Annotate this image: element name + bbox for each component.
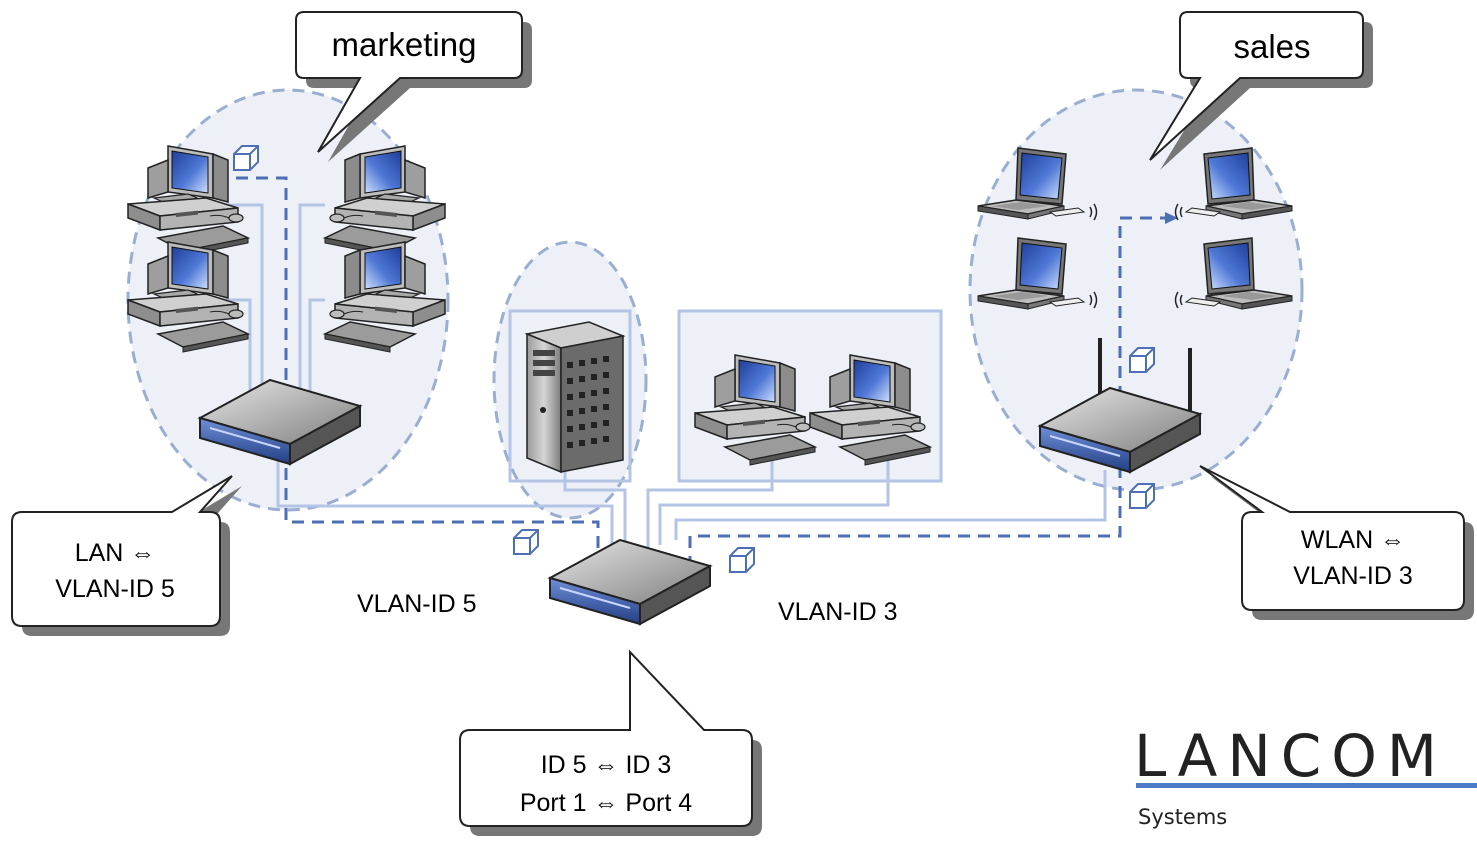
- packet-icon: [233, 145, 259, 171]
- packet-icon: [729, 547, 755, 573]
- packet-icon: [513, 529, 539, 555]
- lan-line-1: LAN ⇔: [75, 539, 156, 567]
- lan-callout: LAN ⇔ VLAN-ID 5: [11, 475, 242, 636]
- wlan-line-2: VLAN-ID 3: [1293, 562, 1412, 590]
- central-switch: [549, 539, 711, 625]
- packet-icon: [1129, 483, 1155, 509]
- switch-line-1: ID 5 ⇔ ID 3: [541, 751, 672, 779]
- marketing-label: marketing: [332, 26, 477, 63]
- switch-callout: ID 5 ⇔ ID 3 Port 1 ⇔ Port 4: [459, 649, 762, 836]
- wlan-line-1: WLAN ⇔: [1301, 526, 1405, 554]
- server-tower: [526, 321, 624, 473]
- vlan-id-5-label: VLAN-ID 5: [357, 590, 476, 618]
- vlan-id-3-label: VLAN-ID 3: [778, 598, 897, 626]
- logo-subtitle: Systems: [1138, 805, 1227, 829]
- lancom-logo: LANCOM Systems: [1134, 722, 1477, 829]
- logo-bar: [1136, 783, 1477, 788]
- lan-line-2: VLAN-ID 5: [55, 575, 174, 603]
- marketing-callout: marketing: [295, 11, 532, 162]
- wlan-access-point: [1039, 338, 1201, 473]
- packet-icon: [1129, 347, 1155, 373]
- sales-label: sales: [1233, 28, 1310, 65]
- switch-line-2: Port 1 ⇔ Port 4: [520, 789, 692, 817]
- server-frame: [508, 309, 632, 483]
- sales-callout: sales: [1149, 11, 1373, 170]
- arrowhead: [1165, 212, 1178, 224]
- logo-wordmark: LANCOM: [1134, 722, 1447, 790]
- wlan-callout: WLAN ⇔ VLAN-ID 3: [1199, 465, 1474, 620]
